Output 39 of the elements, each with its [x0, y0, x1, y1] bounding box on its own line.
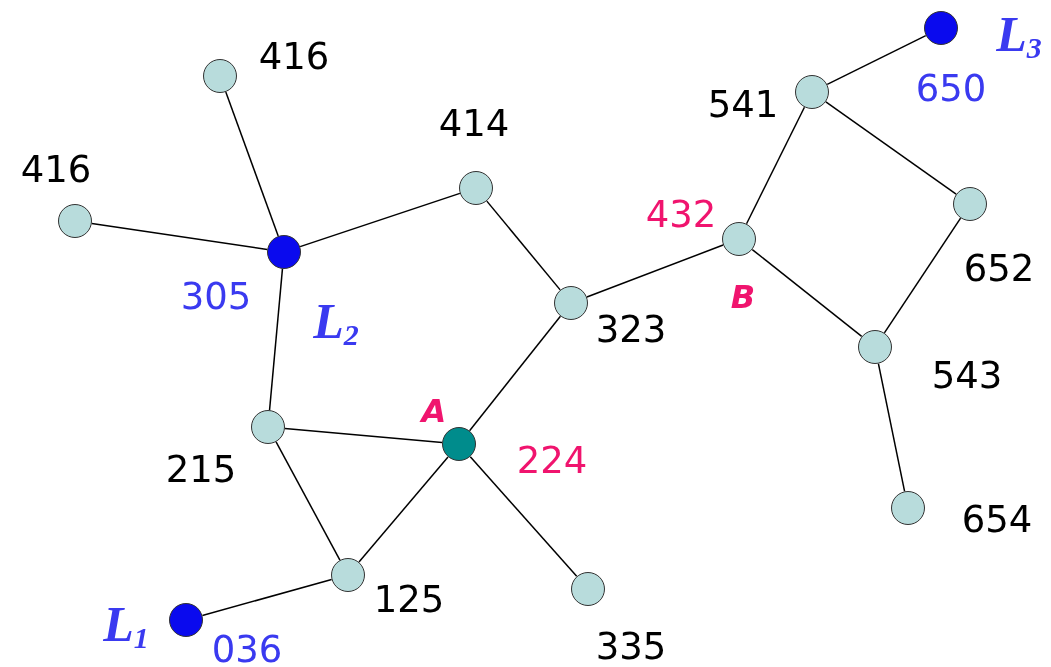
- node-label: 652: [963, 249, 1035, 287]
- connector-line: [883, 217, 962, 334]
- node-label: L$_{3}$: [996, 8, 1042, 64]
- node-label: 650: [915, 69, 987, 107]
- connector-line: [825, 101, 957, 195]
- node-label: 215: [165, 450, 237, 488]
- node-label: 432: [645, 195, 717, 233]
- node-label: 323: [595, 310, 667, 348]
- connector-line: [486, 200, 561, 291]
- connector-line: [745, 106, 806, 225]
- node-label: 541: [707, 85, 779, 123]
- node-label: 125: [373, 580, 445, 618]
- connector-line: [201, 578, 333, 617]
- connector-line: [284, 427, 443, 444]
- node-label: 416: [258, 37, 330, 75]
- connector-line: [268, 268, 284, 411]
- node-label: L$_{2}$: [313, 295, 359, 351]
- node-label: B: [730, 281, 756, 313]
- connector-line: [358, 456, 449, 563]
- node-label: 305: [180, 277, 252, 315]
- node-label: 543: [931, 356, 1003, 394]
- connector-line: [586, 244, 724, 298]
- connector-line: [225, 91, 279, 237]
- connector-line: [468, 315, 562, 432]
- connector-line: [275, 441, 341, 561]
- connector-line: [877, 362, 906, 493]
- connector-line: [469, 455, 578, 578]
- connector-line: [751, 248, 863, 338]
- connector-line: [826, 34, 927, 86]
- node-label: 224: [516, 441, 588, 479]
- node-label: 416: [20, 150, 92, 188]
- node-label: 036: [211, 630, 283, 667]
- node-label: L$_{1}$: [103, 598, 149, 654]
- connector-line: [91, 222, 268, 251]
- node-label: 654: [961, 500, 1033, 538]
- connector-line: [299, 192, 461, 248]
- node-label: 335: [595, 627, 667, 665]
- node-label: 414: [438, 104, 510, 142]
- node-label: A: [421, 395, 447, 427]
